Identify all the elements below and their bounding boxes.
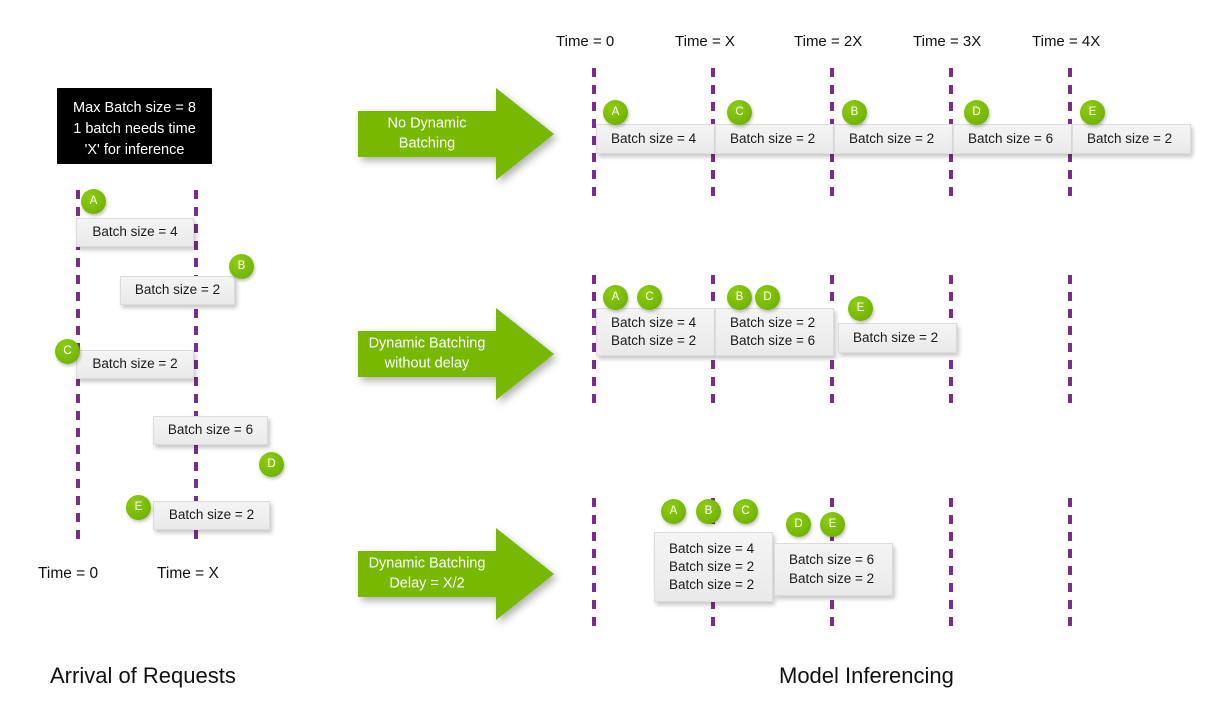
inference-batch-label: Batch size = 2 [669,558,755,574]
inference-badge-E: E [1080,100,1105,125]
inference-batch-box-no-dynamic-batching-4: Batch size = 6 [953,124,1072,154]
inference-batch-box-dynamic-batching-delay-half-x-2: Batch size = 6 Batch size = 2 [774,543,893,596]
max-batch-note-box: Max Batch size = 8 1 batch needs time 'X' … [57,88,212,164]
inference-batch-label: Batch size = 2 [611,333,697,348]
request-badge-D: D [259,452,284,477]
inference-batch-label: Batch size = 2 [789,570,875,586]
time-label-2: Time = X [675,33,735,50]
request-badge-E: E [126,495,151,520]
inference-badge-B: B [696,499,721,524]
inference-badge-E: E [848,296,873,321]
inference-badge-B: B [727,285,752,310]
inference-batch-label: Batch size = 2 [1087,130,1173,146]
arrival-batch-label-A: Batch size = 4 [92,224,178,240]
inference-badge-D: D [964,100,989,125]
timeline-dynamic-batching-delay-half-x-t3 [949,498,953,630]
inference-batch-box-no-dynamic-batching-2: Batch size = 2 [715,124,834,154]
timeline-no-dynamic-batching-t0 [592,68,596,200]
arrival-batch-label-C: Batch size = 2 [92,356,178,372]
inference-batch-box-dynamic-batching-without-delay-3: Batch size = 2 [838,323,957,353]
arrow-shape-icon [358,528,554,620]
inference-badge-A: A [661,499,686,524]
inference-badge-D: D [755,285,780,310]
note-line-3: 'X' for inference [84,142,185,159]
left-axis-label-1: Time = 0 [38,565,99,582]
time-label-3: Time = 2X [794,33,863,50]
inference-batch-label: Batch size = 4 [669,540,755,556]
request-badge-C: C [55,339,80,364]
inference-batch-label: Batch size = 2 [669,577,755,593]
inference-badge-C: C [637,285,662,310]
arrival-batch-box-A: Batch size = 4 [76,218,194,247]
arrival-batch-label-E: Batch size = 2 [168,507,255,523]
time-label-1: Time = 0 [556,33,615,50]
model-inferencing-title: Model Inferencing [779,663,954,688]
arrival-batch-box-C: Batch size = 2 [76,350,194,379]
inference-batch-label: Batch size = 4 [611,130,697,146]
inference-badge-C: C [733,499,758,524]
arrow-shape-icon [358,308,554,400]
timeline-dynamic-batching-delay-half-x-t4 [1068,498,1072,630]
inference-batch-box-no-dynamic-batching-5: Batch size = 2 [1072,124,1191,154]
inference-badge-A: A [603,285,628,310]
inference-batch-box-no-dynamic-batching-1: Batch size = 4 [596,124,715,154]
inference-batch-label: Batch size = 2 [853,329,939,345]
inference-batch-box-no-dynamic-batching-3: Batch size = 2 [834,124,953,154]
inference-batch-label: Batch size = 6 [789,552,875,568]
request-badge-A: A [81,189,106,214]
note-line-1: Max Batch size = 8 [73,100,196,116]
timeline-dynamic-batching-without-delay-t4 [1068,275,1072,405]
inference-badge-B: B [842,100,867,125]
request-badge-B: B [229,254,254,279]
left-axis-label-2: Time = X [157,565,219,582]
inference-batch-label: Batch size = 2 [849,130,935,146]
inference-batch-label: Batch size = 6 [968,130,1054,146]
inference-batch-label: Batch size = 4 [611,314,697,330]
inference-batch-box-dynamic-batching-delay-half-x-1: Batch size = 4 Batch size = 2 Batch size =… [654,532,773,602]
note-line-2: 1 batch needs time [73,121,196,138]
inference-badge-C: C [727,100,752,125]
time-label-5: Time = 4X [1032,33,1101,50]
inference-batch-box-dynamic-batching-without-delay-1: Batch size = 4 Batch size = 2 [596,308,715,356]
arrival-batch-label-B: Batch size = 2 [134,282,221,298]
inference-batch-box-dynamic-batching-without-delay-2: Batch size = 2 Batch size = 6 [715,308,834,356]
inference-batch-label: Batch size = 2 [730,130,816,146]
arrival-batch-box-B: Batch size = 2 [120,276,235,305]
arrow-shape-icon [358,88,554,180]
arrival-batch-label-D: Batch size = 6 [167,422,254,438]
arrival-of-requests-title: Arrival of Requests [50,663,236,688]
timeline-dynamic-batching-without-delay-t0 [592,275,596,405]
time-label-4: Time = 3X [913,33,982,50]
left-timeline-time-x [194,190,198,542]
inference-badge-A: A [603,100,628,125]
arrival-batch-box-E: Batch size = 2 [153,501,270,530]
inference-badge-E: E [820,512,845,537]
inference-badge-D: D [786,512,811,537]
timeline-dynamic-batching-delay-half-x-t0 [592,498,596,630]
inference-batch-label: Batch size = 6 [730,333,816,348]
arrival-batch-box-D: Batch size = 6 [153,416,268,445]
inference-batch-label: Batch size = 2 [730,314,816,330]
